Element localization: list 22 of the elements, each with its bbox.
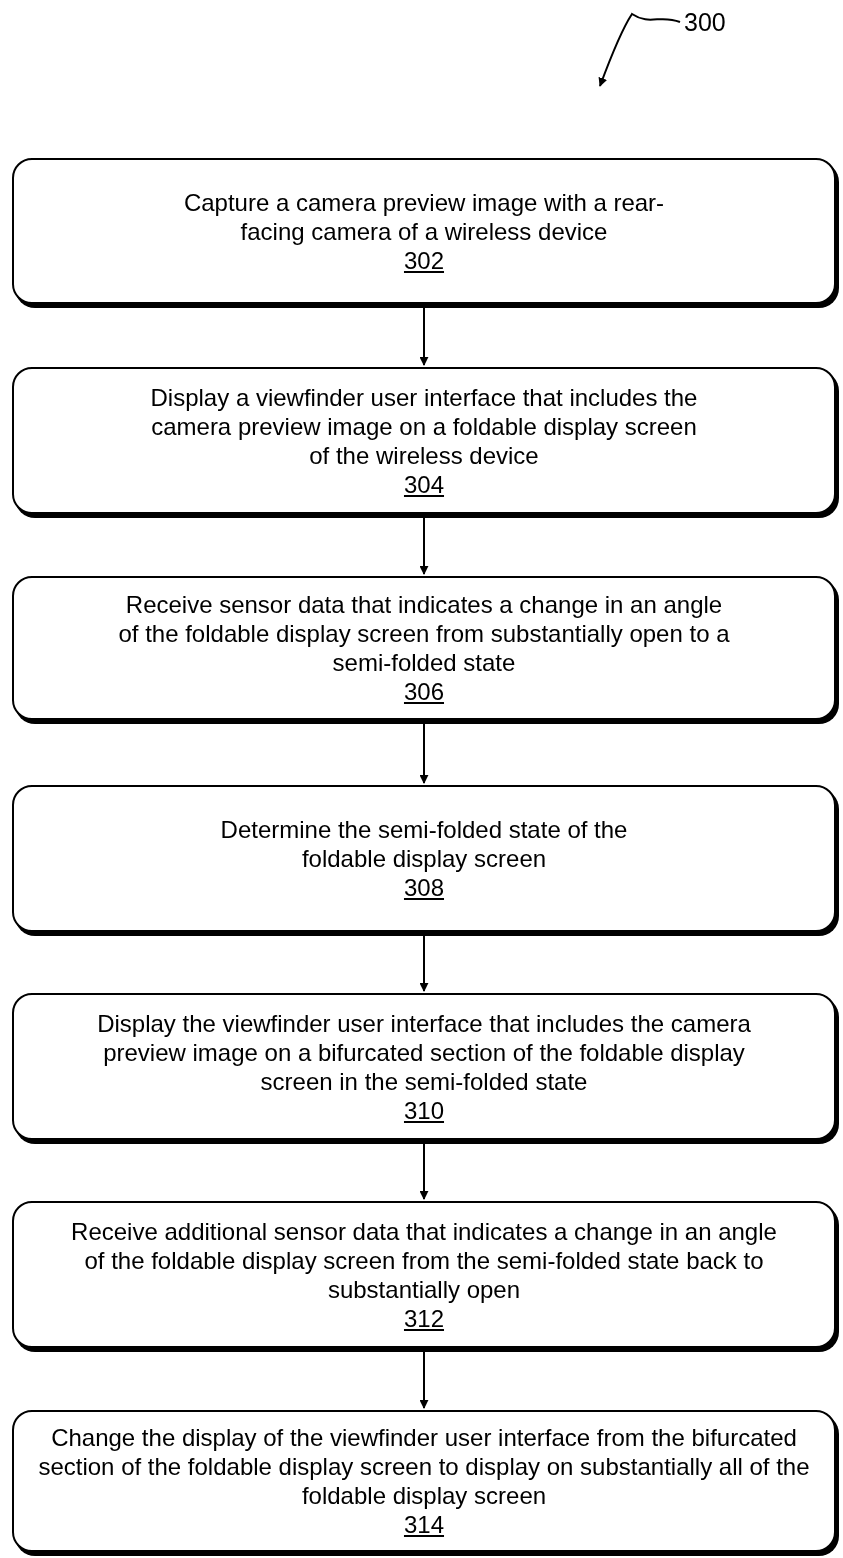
step-text: Display the viewfinder user interface that includes the camera preview image on a bifurcated section of the foldable display screen in the semi-folded state	[96, 1008, 752, 1096]
arrow	[419, 517, 429, 575]
step-number: 304	[403, 469, 444, 499]
step-number: 308	[403, 873, 444, 902]
arrow	[419, 723, 429, 784]
step-text: Display a viewfinder user interface that includes the camera preview image on a foldable display screen of the wireless device	[149, 382, 699, 470]
step-text: Determine the semi-folded state of the foldable display screen	[219, 815, 629, 873]
leader-arrow	[598, 13, 681, 87]
reference-numeral: 300	[684, 6, 726, 38]
arrow	[419, 935, 429, 992]
step-number: 302	[403, 245, 444, 275]
step-number: 306	[403, 677, 444, 706]
step-text: Change the display of the viewfinder user interface from the bifurcated section of the foldable display screen to display on substantially all of the foldable display screen	[37, 1423, 811, 1510]
arrow	[419, 1351, 429, 1409]
arrow	[419, 1143, 429, 1200]
step-text: Capture a camera preview image with a rear-facing camera of a wireless device	[182, 187, 666, 246]
step-text: Receive additional sensor data that indicates a change in an angle of the foldable display screen from the semi-folded state back to substantially open	[70, 1216, 778, 1304]
step-number: 312	[403, 1303, 444, 1333]
arrow	[419, 307, 429, 366]
step-number: 314	[403, 1510, 444, 1539]
step-number: 310	[403, 1095, 444, 1125]
step-text: Receive sensor data that indicates a change in an angle of the foldable display screen from substantially open to a semi-folded state	[117, 590, 731, 677]
